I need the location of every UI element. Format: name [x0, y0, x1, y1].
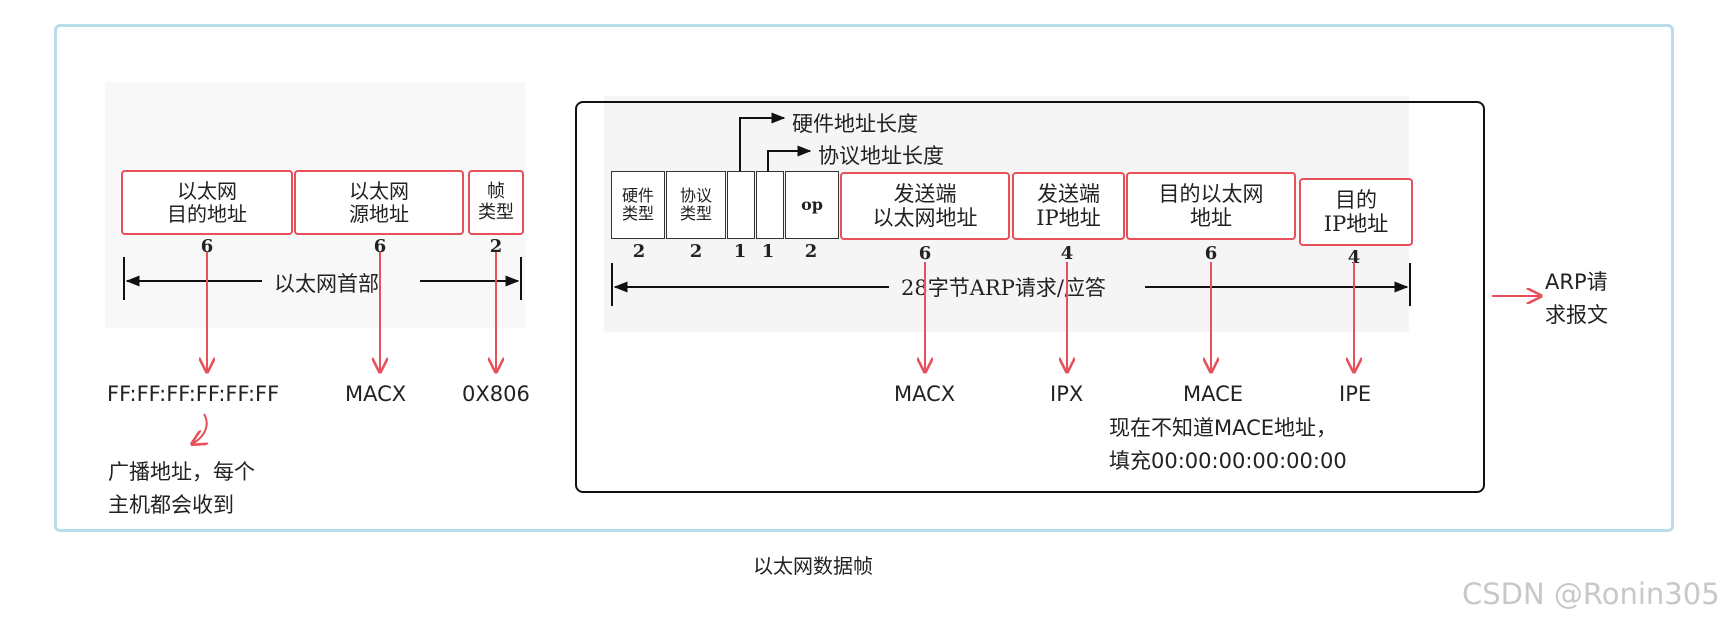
- arp-sender-mac-bytes: 6: [918, 243, 932, 264]
- hw-addr-length-callout: 硬件地址长度: [792, 112, 918, 136]
- arp-hw-type-bytes: 2: [632, 241, 646, 262]
- arp-request-box: [575, 101, 1485, 493]
- arp-hw-type-field: 硬件 类型: [611, 171, 665, 239]
- csdn-watermark: CSDN @Ronin305: [1462, 577, 1720, 611]
- eth-dest-bytes: 6: [200, 236, 214, 257]
- arp-target-ip-value: IPE: [1339, 382, 1372, 406]
- proto-addr-length-callout: 协议地址长度: [818, 144, 944, 168]
- eth-src-value: MACX: [345, 382, 407, 406]
- arp-proto-len-field: [756, 171, 784, 239]
- arp-proto-type-field: 协议 类型: [666, 171, 726, 239]
- arp-proto-len-bytes: 1: [761, 241, 775, 262]
- eth-type-value: 0X806: [462, 382, 530, 406]
- ethernet-header-span-label: 以太网首部: [268, 268, 385, 298]
- arp-op-field: op: [785, 171, 839, 239]
- arp-proto-type-bytes: 2: [689, 241, 703, 262]
- arp-span-label: 28字节ARP请求/应答: [895, 272, 1112, 302]
- value-arrows: [192, 252, 1541, 444]
- arp-target-mac-value: MACE: [1183, 382, 1244, 406]
- arp-sender-ip-field: 发送端 IP地址: [1012, 172, 1125, 240]
- eth-dest-address-field: 以太网 目的地址: [121, 170, 293, 235]
- eth-dest-value: FF:FF:FF:FF:FF:FF: [107, 382, 280, 406]
- callout-pointers: [739, 112, 812, 171]
- eth-src-bytes: 6: [373, 236, 387, 257]
- broadcast-note: 广播地址，每个 主机都会收到: [108, 460, 255, 517]
- figure-caption: 以太网数据帧: [753, 554, 873, 578]
- arp-sender-mac-value: MACX: [894, 382, 956, 406]
- eth-frame-type-field: 帧 类型: [468, 170, 524, 235]
- arp-target-ip-field: 目的 IP地址: [1299, 178, 1413, 246]
- arp-target-ip-bytes: 4: [1347, 247, 1361, 268]
- eth-type-bytes: 2: [489, 236, 503, 257]
- mace-unknown-note: 现在不知道MACE地址， 填充00:00:00:00:00:00: [1109, 416, 1347, 473]
- arp-target-mac-field: 目的以太网 地址: [1126, 172, 1296, 240]
- outer-frame: [54, 24, 1674, 532]
- arp-sender-ip-value: IPX: [1050, 382, 1084, 406]
- arp-sender-mac-field: 发送端 以太网地址: [840, 172, 1010, 240]
- arp-hw-len-bytes: 1: [733, 241, 747, 262]
- eth-src-address-field: 以太网 源地址: [294, 170, 464, 235]
- arp-hw-len-field: [727, 171, 755, 239]
- arp-sender-ip-bytes: 4: [1060, 243, 1074, 264]
- arp-span-arrow: [611, 263, 1411, 306]
- arp-target-mac-bytes: 6: [1204, 243, 1218, 264]
- arp-op-bytes: 2: [804, 241, 818, 262]
- arp-request-label: ARP请 求报文: [1545, 270, 1608, 327]
- ethernet-span-arrow: [123, 257, 522, 300]
